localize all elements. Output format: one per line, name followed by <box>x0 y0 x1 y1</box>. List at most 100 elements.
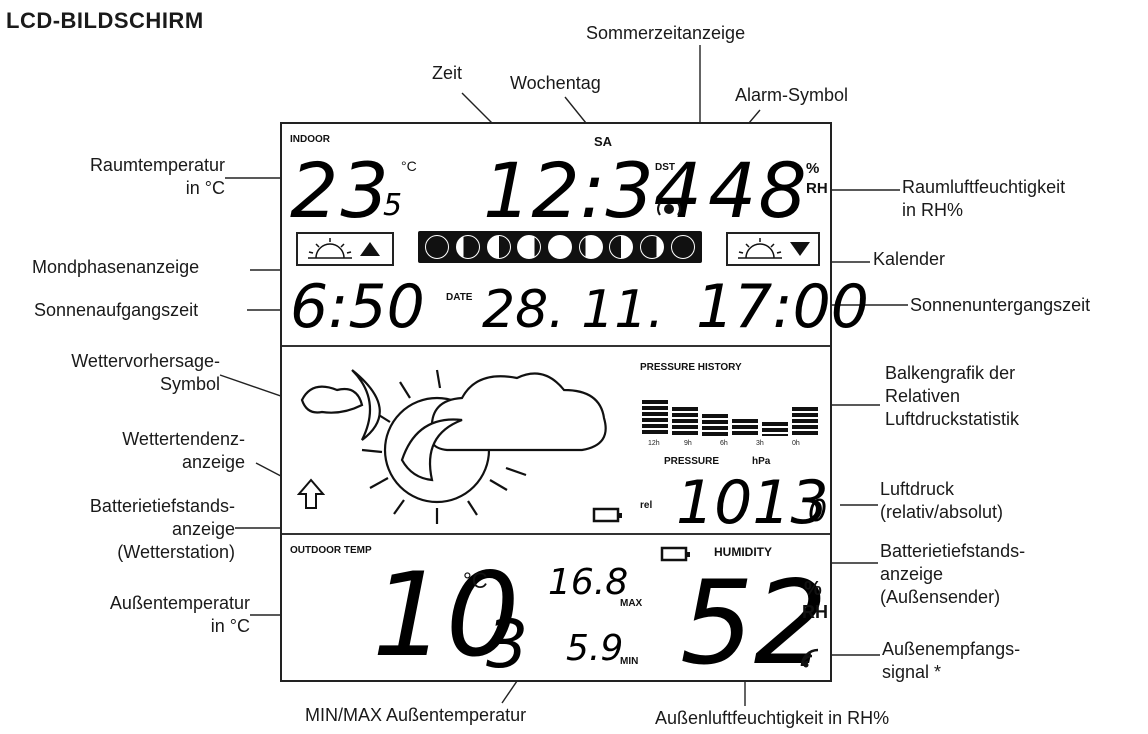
moon-phase-icon <box>455 235 480 259</box>
label-wettertendenz-line1: Wettertendenz- <box>122 429 245 449</box>
moon-phase-icon <box>578 235 603 259</box>
label-aussenfeuchte: Außenluftfeuchtigkeit in RH% <box>655 708 890 728</box>
alarm-bell-icon <box>657 202 681 216</box>
page-title: LCD-BILDSCHIRM <box>6 8 204 33</box>
label-raumtemperatur-line2: in °C <box>185 178 225 198</box>
label-balkengrafik-line1: Balkengrafik der <box>885 363 1016 383</box>
pressure-history-bar <box>672 407 698 436</box>
moon-phase-icon <box>609 235 634 259</box>
label-batterie-aussensender: Batterietiefstands- anzeige (Außensender… <box>880 540 1025 609</box>
indoor-humidity-percent: % <box>806 160 820 177</box>
indoor-temp-unit: °C <box>401 158 417 174</box>
pressure-decimal: 0 <box>808 494 828 529</box>
label-kalender: Kalender <box>873 249 946 269</box>
indoor-humidity-value: 48 <box>708 146 809 235</box>
moon-phase-icon <box>425 235 450 259</box>
label-luftdruck-line2: (relativ/absolut) <box>880 502 1004 522</box>
outdoor-temperature-decimal: 3 <box>486 606 530 683</box>
pressure-history-hour-label: 9h <box>684 440 692 447</box>
outdoor-humidity-percent: % <box>804 578 822 600</box>
label-wettertendenz-line2: anzeige <box>181 452 245 472</box>
label-batterie-wetterstation-line1: Batterietiefstands- <box>89 496 235 516</box>
divider-line <box>282 533 830 535</box>
pressure-label: PRESSURE <box>664 456 720 467</box>
sunrise-icon <box>308 238 380 259</box>
weather-trend-arrow-icon <box>297 478 325 509</box>
label-balkengrafik: Balkengrafik der Relativen Luftdruckstat… <box>885 362 1019 431</box>
pressure-history-hour-label: 6h <box>720 440 728 447</box>
label-raumluftfeuchtigkeit-line2: in RH% <box>902 200 964 220</box>
pressure-history-label: PRESSURE HISTORY <box>640 362 742 373</box>
label-wettervorhersage: Wettervorhersage- Symbol <box>20 350 220 396</box>
weekday-value: SA <box>594 134 613 149</box>
label-empfangssignal: Außenempfangs- signal * <box>882 638 1020 684</box>
label-balkengrafik-line2: Relativen <box>885 386 961 406</box>
indoor-label: INDOOR <box>290 134 330 145</box>
label-batterie-aussensender-line2: anzeige <box>880 564 944 584</box>
sunset-time-value: 17:00 <box>696 272 869 342</box>
label-empfangssignal-line1: Außenempfangs- <box>882 639 1021 659</box>
sunset-icon <box>738 238 810 259</box>
label-aussentemperatur-line1: Außentemperatur <box>109 593 250 613</box>
outdoor-temp-label: OUTDOOR TEMP <box>290 545 372 556</box>
sunset-indicator <box>726 232 820 266</box>
pressure-history-bar <box>762 422 788 436</box>
label-wettervorhersage-line1: Wettervorhersage- <box>71 351 220 371</box>
pressure-unit: hPa <box>752 456 771 467</box>
label-mondphase: Mondphasenanzeige <box>32 257 200 277</box>
label-alarm: Alarm-Symbol <box>735 85 849 105</box>
outdoor-humidity-value: 52 <box>680 556 828 691</box>
sunrise-indicator <box>296 232 394 266</box>
label-wettertendenz: Wettertendenz- anzeige <box>40 428 245 474</box>
date-label: DATE <box>446 292 473 303</box>
label-raumtemperatur: Raumtemperatur in °C <box>40 154 225 200</box>
pressure-history-bar <box>732 419 758 436</box>
indoor-temperature-value: 23 <box>290 146 391 235</box>
pressure-history-bar <box>792 407 818 436</box>
indoor-temperature-decimal: 5 <box>383 188 405 223</box>
label-raumluftfeuchtigkeit-line1: Raumluftfeuchtigkeit <box>902 177 1066 197</box>
outdoor-temp-unit: °C <box>463 568 488 593</box>
label-raumtemperatur-line1: Raumtemperatur <box>89 155 225 175</box>
label-aussentemperatur-line2: in °C <box>210 616 250 636</box>
label-aussentemperatur: Außentemperatur in °C <box>40 592 250 638</box>
divider-line <box>282 345 830 347</box>
pressure-value: 1013 <box>676 468 829 538</box>
label-wochentag: Wochentag <box>510 73 601 93</box>
label-sonnenaufgang: Sonnenaufgangszeit <box>34 300 199 320</box>
label-empfangssignal-line2: signal * <box>882 662 942 682</box>
indoor-humidity-rh: RH <box>806 180 828 197</box>
battery-low-icon <box>592 507 622 523</box>
label-batterie-aussensender-line1: Batterietiefstands- <box>880 541 1026 561</box>
pressure-rel-label: rel <box>640 500 653 511</box>
outdoor-temperature-value: 10 <box>372 548 520 683</box>
weather-forecast-icon <box>300 369 607 524</box>
moon-phase-icon <box>547 235 572 259</box>
label-batterie-aussensender-line3: (Außensender) <box>880 587 1001 607</box>
label-wettervorhersage-line2: Symbol <box>159 374 220 394</box>
label-batterie-wetterstation: Batterietiefstands- anzeige (Wetterstati… <box>20 495 235 564</box>
date-value: 28. 11. <box>482 280 664 340</box>
label-batterie-wetterstation-line2: anzeige <box>171 519 235 539</box>
battery-low-icon <box>660 546 690 562</box>
time-value: 12:34 <box>483 146 703 235</box>
max-label: MAX <box>620 598 643 609</box>
min-label: MIN <box>620 656 639 667</box>
label-batterie-wetterstation-line3: (Wetterstation) <box>117 542 235 562</box>
label-luftdruck-line1: Luftdruck <box>880 479 955 499</box>
pressure-history-bar <box>702 414 728 436</box>
pressure-history-chart <box>642 388 822 436</box>
label-balkengrafik-line3: Luftdruckstatistik <box>885 409 1020 429</box>
moon-phase-icon <box>517 235 542 259</box>
sunrise-time-value: 6:50 <box>290 272 425 342</box>
outdoor-humidity-rh: RH <box>802 602 828 622</box>
max-temperature-value: 16.8 <box>548 562 629 603</box>
moon-phase-strip <box>418 231 702 263</box>
pressure-history-bar <box>642 400 668 436</box>
pressure-history-hour-label: 0h <box>792 440 800 447</box>
label-sonnenuntergang: Sonnenuntergangszeit <box>910 295 1091 315</box>
label-zeit: Zeit <box>432 63 463 83</box>
pressure-history-hour-label: 12h <box>648 440 660 447</box>
moon-phase-icon <box>486 235 511 259</box>
pressure-history-hour-label: 3h <box>756 440 764 447</box>
